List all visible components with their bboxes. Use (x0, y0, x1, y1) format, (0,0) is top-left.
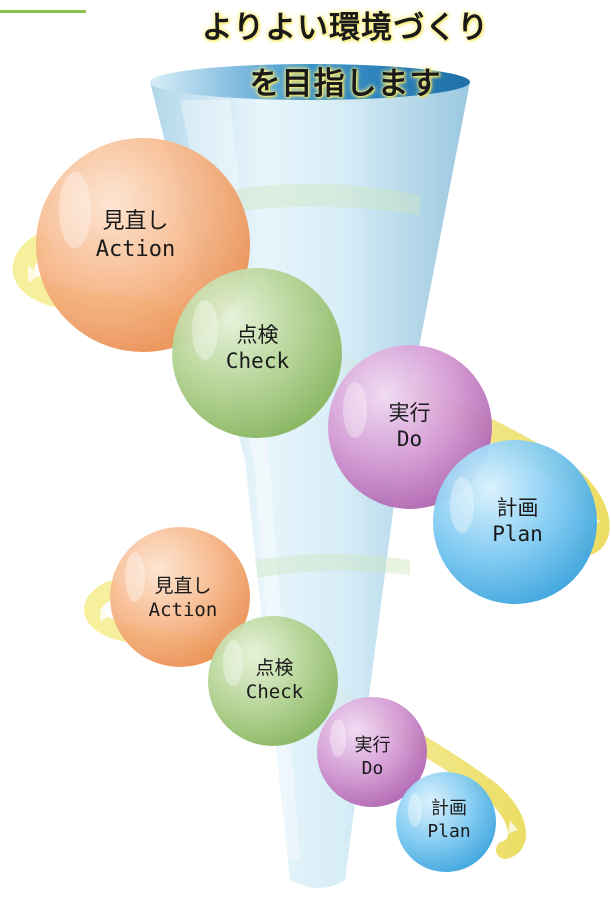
bubble-do-lower (317, 697, 427, 807)
label-plan-upper: 計画 Plan (460, 495, 575, 548)
label-plan-upper-ja: 計画 (496, 496, 539, 520)
title-line-1: よりよい環境づくり (201, 10, 490, 46)
accent-line (0, 10, 86, 13)
bubble-do-upper (328, 345, 492, 509)
bubble-action-lower (110, 527, 250, 667)
label-action-upper-ja: 見直し (102, 209, 169, 234)
bubble-check-upper (172, 268, 342, 438)
label-plan-lower-en: Plan (427, 820, 471, 842)
label-check-lower-ja: 点検 (255, 657, 294, 679)
label-do-upper: 実行 Do (352, 400, 467, 453)
label-action-upper-en: Action (95, 236, 176, 262)
label-action-lower-en: Action (148, 598, 218, 621)
label-action-lower-ja: 見直し (154, 575, 212, 597)
label-do-lower-ja: 実行 (354, 735, 391, 756)
label-do-upper-en: Do (396, 427, 423, 452)
bubble-plan-upper (433, 440, 597, 604)
label-check-upper: 点検 Check (200, 322, 315, 375)
bubble-check-lower (208, 616, 338, 746)
bubble-plan-lower (396, 772, 496, 872)
label-check-upper-ja: 点検 (236, 323, 279, 347)
label-do-upper-ja: 実行 (388, 401, 431, 425)
label-plan-lower-ja: 計画 (431, 798, 467, 819)
label-plan-lower: 計画 Plan (404, 798, 494, 843)
label-check-upper-en: Check (225, 349, 290, 374)
title-line-2: を目指します (249, 66, 442, 102)
label-action-upper: 見直し Action (78, 208, 193, 263)
label-do-lower-en: Do (361, 757, 384, 779)
label-check-lower: 点検 Check (222, 657, 327, 705)
label-plan-upper-en: Plan (492, 522, 543, 547)
label-action-lower: 見直し Action (128, 575, 238, 623)
label-do-lower: 実行 Do (325, 735, 420, 780)
label-check-lower-en: Check (245, 680, 304, 703)
